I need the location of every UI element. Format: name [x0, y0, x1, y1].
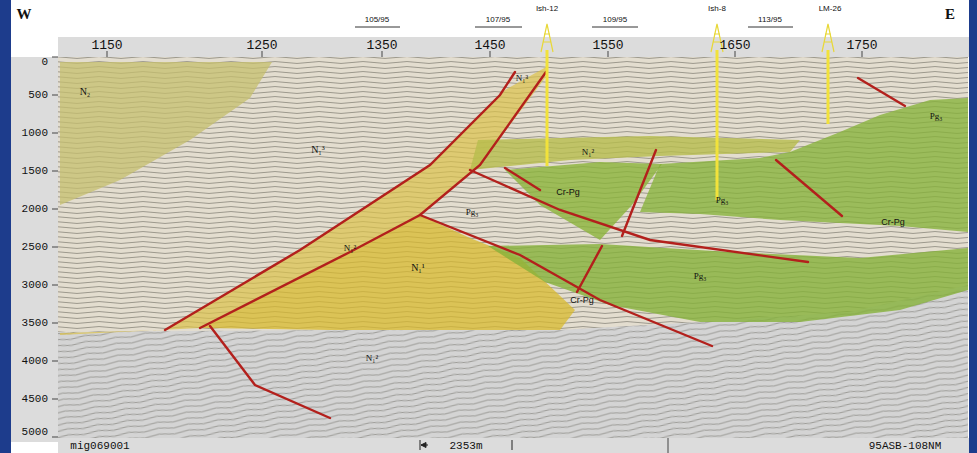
trace-number: 1350 [366, 39, 397, 52]
unit-label: Cr-Pg [881, 218, 905, 227]
section-id: mig069001 [70, 441, 129, 452]
depth-value: 3500 [22, 318, 48, 329]
depth-value: 3000 [22, 280, 48, 291]
depth-value: 1000 [22, 128, 48, 139]
unit-label: N₁² [366, 354, 378, 363]
depth-value: 4000 [22, 356, 48, 367]
well-name: Ish-12 [536, 5, 558, 13]
depth-value: 5000 [22, 427, 48, 438]
depth-value: 2500 [22, 242, 48, 253]
unit-label: Cr-Pg [570, 296, 594, 305]
line-marker: 113/95 [758, 16, 782, 24]
depth-value: 0 [41, 57, 48, 68]
unit-label: N₁² [582, 148, 594, 157]
line-marker: 109/95 [603, 16, 627, 24]
trace-number: 1550 [592, 39, 623, 52]
compass-label: W [17, 7, 32, 22]
unit-label: Cr-Pg [556, 188, 580, 197]
unit-label: N₂ [80, 87, 91, 97]
line-marker: 107/95 [486, 16, 510, 24]
unit-label: Pg₃ [930, 112, 943, 121]
unit-label: Pg₃ [716, 196, 729, 205]
trace-number: 1450 [474, 39, 505, 52]
trace-number: 1150 [91, 39, 122, 52]
trace-number: 1650 [719, 39, 750, 52]
well-name: LM-26 [819, 5, 842, 13]
depth-value: 500 [28, 90, 48, 101]
well-name: Ish-8 [708, 5, 726, 13]
unit-label: N₁² [344, 244, 356, 253]
depth-value: 1500 [22, 166, 48, 177]
depth-value: 4500 [22, 394, 48, 405]
unit-label: N₁³ [516, 74, 528, 83]
depth-value: 2000 [22, 204, 48, 215]
unit-label: N₁¹ [411, 263, 425, 273]
line-marker: 105/95 [365, 16, 389, 24]
compass-label: E [945, 7, 955, 22]
trace-number: 1750 [846, 39, 877, 52]
section-id: 95ASB-108NM [869, 441, 942, 452]
trace-number: 1250 [246, 39, 277, 52]
unit-label: Pg₃ [694, 272, 707, 281]
scale-label: 2353m [449, 441, 482, 452]
unit-label: Pg₃ [466, 208, 479, 217]
unit-label: N₁³ [311, 145, 325, 155]
